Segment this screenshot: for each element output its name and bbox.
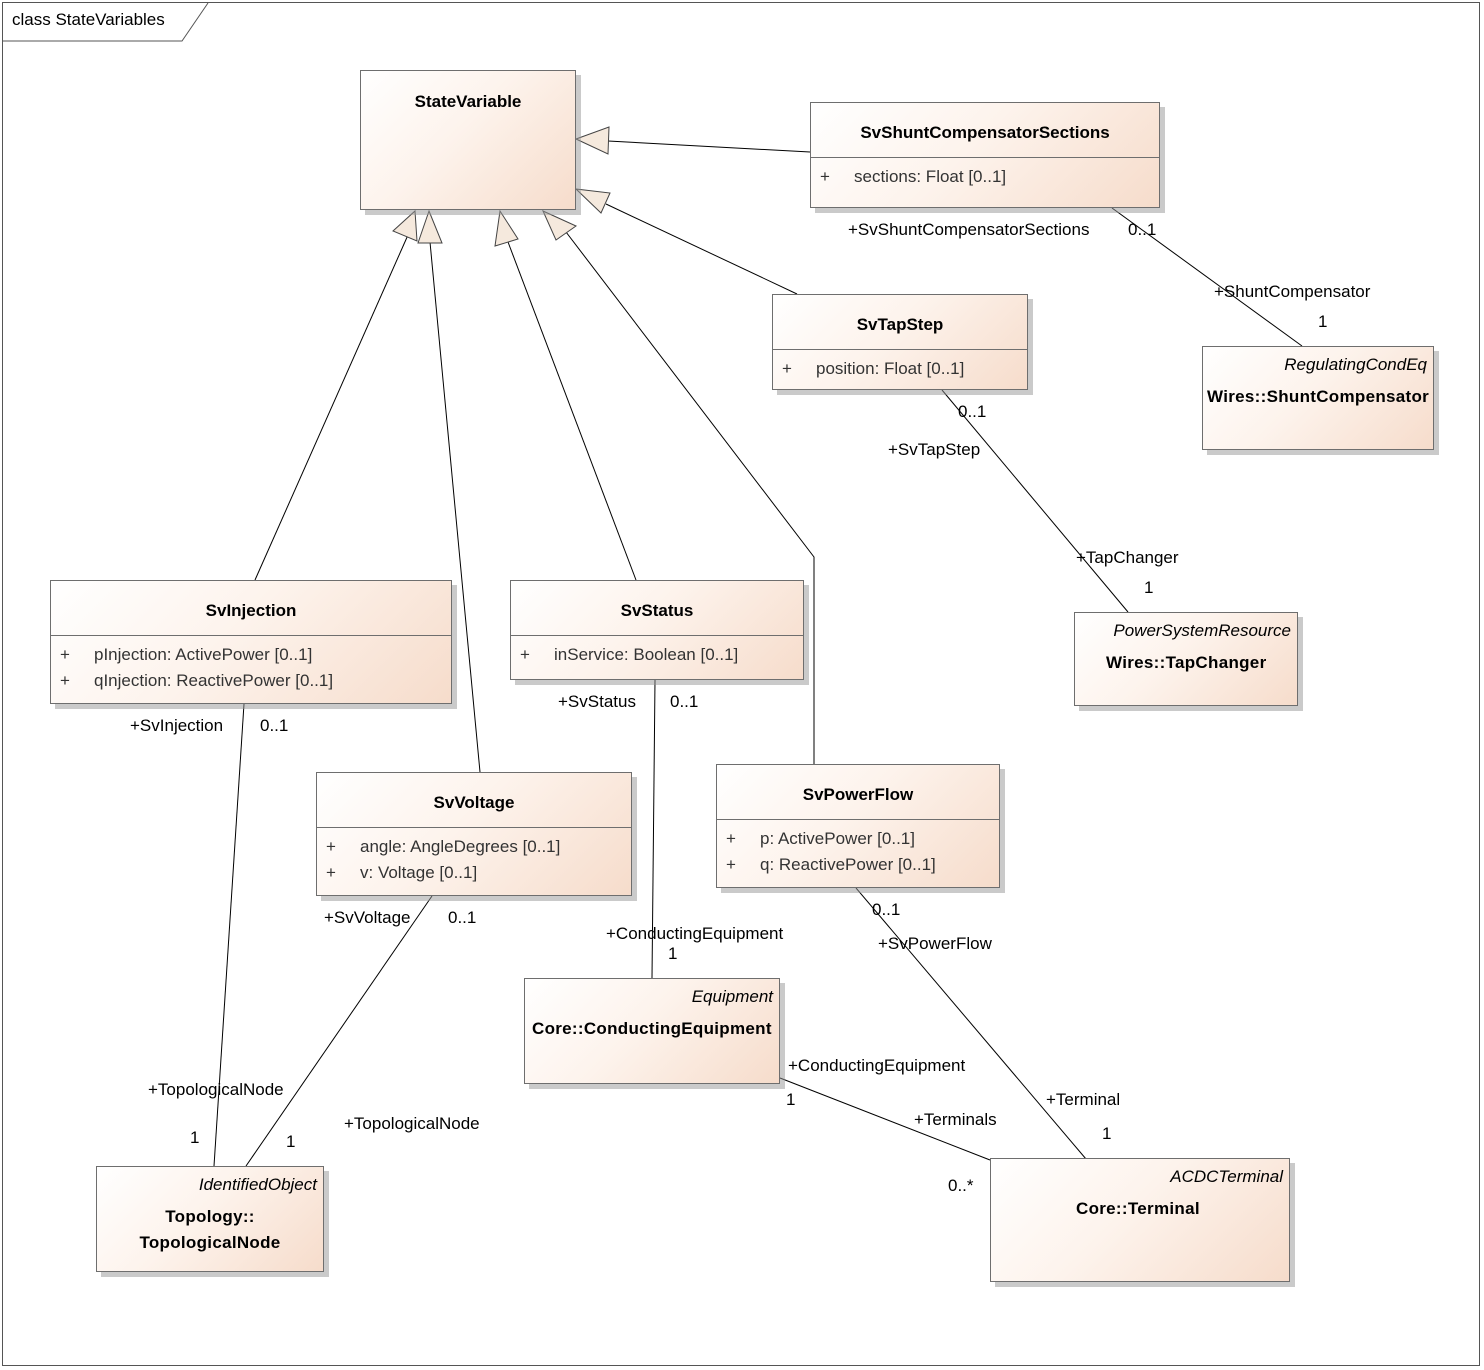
attribute-row: +v: Voltage [0..1] (326, 863, 478, 882)
attribute-row: +angle: AngleDegrees [0..1] (326, 837, 561, 856)
multiplicity-label: 0..1 (1128, 220, 1157, 239)
class-name: SvInjection (205, 601, 297, 620)
attribute-row: +p: ActivePower [0..1] (726, 829, 915, 848)
multiplicity-label: 1 (286, 1132, 296, 1151)
attribute-row: +inService: Boolean [0..1] (520, 645, 739, 664)
class-name: SvStatus (620, 601, 694, 620)
attribute-row: +pInjection: ActivePower [0..1] (60, 645, 313, 664)
role-label: +SvInjection (130, 716, 224, 735)
attribute-row: +qInjection: ReactivePower [0..1] (60, 671, 334, 690)
multiplicity-label: 1 (1102, 1124, 1112, 1143)
role-label: +TapChanger (1076, 548, 1179, 567)
class-tap-changer[interactable]: PowerSystemResource Wires::TapChanger (1074, 612, 1298, 706)
assoc-line-shunt (1111, 207, 1303, 347)
multiplicity-label: 0..1 (260, 716, 289, 735)
multiplicity-label: 0..* (948, 1176, 974, 1195)
assoc-line-powerflow (855, 887, 1087, 1160)
class-name: Wires::TapChanger (1106, 653, 1267, 672)
class-conducting-equipment[interactable]: Equipment Core::ConductingEquipment (524, 978, 780, 1084)
gen-line-powerflow (565, 231, 815, 765)
class-name: SvPowerFlow (802, 785, 914, 804)
class-name: SvShuntCompensatorSections (860, 123, 1110, 142)
gen-arrow-tapstep (574, 188, 611, 214)
multiplicity-label: 1 (1318, 312, 1328, 331)
class-name: Core::Terminal (1076, 1199, 1200, 1218)
class-name: Core::ConductingEquipment (532, 1019, 772, 1038)
gen-line-shunt (607, 140, 811, 153)
multiplicity-label: 0..1 (448, 908, 477, 927)
multiplicity-label: 1 (668, 944, 678, 963)
class-state-variable[interactable]: StateVariable (360, 70, 576, 210)
class-sv-status[interactable]: SvStatus +inService: Boolean [0..1] (510, 580, 804, 680)
multiplicity-label: 0..1 (958, 402, 987, 421)
frame-title: class StateVariables (12, 10, 165, 29)
class-topological-node[interactable]: IdentifiedObject Topology:: TopologicalN… (96, 1166, 324, 1272)
class-stereotype: Equipment (691, 987, 773, 1006)
assoc-line-status (651, 679, 656, 979)
class-name: SvTapStep (856, 315, 944, 334)
compartment-divider (511, 635, 803, 636)
class-sv-power-flow[interactable]: SvPowerFlow +p: ActivePower [0..1] +q: R… (716, 764, 1000, 888)
class-terminal[interactable]: ACDCTerminal Core::Terminal (990, 1158, 1290, 1282)
role-label: +SvTapStep (888, 440, 981, 459)
compartment-divider (773, 349, 1027, 350)
gen-line-status (507, 241, 637, 581)
compartment-divider (317, 827, 631, 828)
class-stereotype: IdentifiedObject (198, 1175, 317, 1194)
class-stereotype: PowerSystemResource (1113, 621, 1291, 640)
class-name: SvVoltage (433, 793, 515, 812)
attribute-row: +q: ReactivePower [0..1] (726, 855, 936, 874)
role-label: +SvStatus (558, 692, 636, 711)
role-label: +ConductingEquipment (606, 924, 784, 943)
role-label: +SvShuntCompensatorSections (848, 220, 1090, 239)
generalization-links (254, 140, 815, 773)
attribute-row: +position: Float [0..1] (782, 359, 965, 378)
class-sv-tap-step[interactable]: SvTapStep +position: Float [0..1] (772, 294, 1028, 390)
gen-arrow-powerflow (542, 209, 578, 241)
assoc-line-injection (213, 703, 245, 1167)
gen-arrow-voltage (417, 209, 443, 244)
class-name: Topology:: (165, 1207, 255, 1226)
class-shunt-compensator[interactable]: RegulatingCondEq Wires::ShuntCompensator (1202, 346, 1434, 450)
compartment-divider (51, 635, 451, 636)
class-stereotype: RegulatingCondEq (1284, 355, 1427, 374)
gen-arrow-shunt (574, 126, 610, 155)
class-name: TopologicalNode (139, 1233, 281, 1252)
compartment-divider (811, 157, 1159, 158)
gen-line-tapstep (605, 203, 798, 295)
assoc-line-voltage (245, 895, 433, 1167)
frame-tab-outline (3, 2, 209, 42)
role-label: +ShuntCompensator (1214, 282, 1371, 301)
class-sv-voltage[interactable]: SvVoltage +angle: AngleDegrees [0..1] +v… (316, 772, 632, 896)
gen-arrow-status (494, 209, 519, 247)
gen-line-voltage (429, 241, 481, 773)
role-label: +Terminal (1046, 1090, 1121, 1109)
multiplicity-label: 0..1 (670, 692, 699, 711)
class-sv-shunt-compensator-sections[interactable]: SvShuntCompensatorSections +sections: Fl… (810, 102, 1160, 208)
class-name: Wires::ShuntCompensator (1207, 387, 1430, 406)
multiplicity-label: 1 (190, 1128, 200, 1147)
association-links (213, 207, 1303, 1167)
role-label: +ConductingEquipment (788, 1056, 966, 1075)
assoc-line-tapstep (941, 389, 1129, 613)
role-label: +TopologicalNode (344, 1114, 480, 1133)
class-sv-injection[interactable]: SvInjection +pInjection: ActivePower [0.… (50, 580, 452, 704)
gen-line-injection (254, 234, 409, 581)
multiplicity-label: 1 (1144, 578, 1154, 597)
class-stereotype: ACDCTerminal (1170, 1167, 1283, 1186)
multiplicity-label: 1 (786, 1090, 796, 1109)
gen-arrow-injection (392, 209, 418, 242)
generalization-arrowheads (392, 126, 611, 247)
compartment-divider (717, 819, 999, 820)
multiplicity-label: 0..1 (872, 900, 901, 919)
role-label: +TopologicalNode (148, 1080, 284, 1099)
assoc-line-equipment-terminals (779, 1077, 991, 1161)
class-name: StateVariable (414, 92, 522, 111)
role-label: +Terminals (914, 1110, 997, 1129)
role-label: +SvPowerFlow (878, 934, 992, 953)
attribute-row: +sections: Float [0..1] (820, 167, 1007, 186)
role-label: +SvVoltage (324, 908, 411, 927)
